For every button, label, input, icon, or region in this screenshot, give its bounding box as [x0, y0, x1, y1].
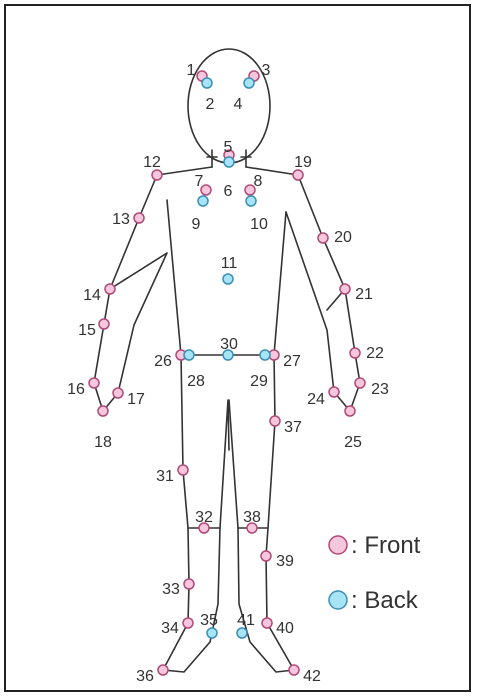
marker-front-17: [113, 388, 123, 398]
marker-front-21: [340, 284, 350, 294]
marker-front-12: [152, 170, 162, 180]
marker-label-5: 5: [224, 139, 233, 156]
marker-label-18: 18: [94, 434, 112, 451]
marker-label-4: 4: [234, 96, 243, 113]
marker-label-3: 3: [262, 62, 271, 79]
marker-label-21: 21: [355, 286, 373, 303]
marker-label-24: 24: [307, 391, 325, 408]
marker-front-22: [350, 348, 360, 358]
marker-label-20: 20: [334, 229, 352, 246]
legend: : Front : Back: [329, 532, 421, 614]
marker-layer: [89, 71, 365, 675]
legend-back-label: : Back: [351, 587, 419, 614]
marker-label-8: 8: [254, 173, 263, 190]
marker-front-40: [262, 618, 272, 628]
legend-front-swatch: [329, 536, 347, 554]
marker-front-36: [158, 665, 168, 675]
marker-label-26: 26: [154, 353, 172, 370]
marker-label-36: 36: [136, 668, 154, 685]
marker-label-39: 39: [276, 553, 294, 570]
marker-label-28: 28: [187, 373, 205, 390]
marker-front-25: [345, 406, 355, 416]
marker-label-40: 40: [276, 620, 294, 637]
marker-front-16: [89, 378, 99, 388]
marker-back-29: [260, 350, 270, 360]
marker-label-25: 25: [344, 434, 362, 451]
marker-label-33: 33: [162, 581, 180, 598]
marker-label-6: 6: [224, 183, 233, 200]
marker-label-32: 32: [195, 509, 213, 526]
marker-label-9: 9: [192, 216, 201, 233]
legend-back-swatch: [329, 591, 347, 609]
marker-label-2: 2: [206, 96, 215, 113]
left-arm-outline: [94, 175, 167, 411]
marker-back-6: [224, 157, 234, 167]
marker-front-24: [329, 387, 339, 397]
marker-label-10: 10: [250, 216, 268, 233]
marker-front-31: [178, 465, 188, 475]
marker-label-7: 7: [195, 173, 204, 190]
marker-front-20: [318, 233, 328, 243]
marker-front-34: [183, 618, 193, 628]
marker-label-14: 14: [83, 287, 101, 304]
marker-front-15: [99, 319, 109, 329]
marker-label-41: 41: [237, 612, 255, 629]
marker-label-27: 27: [283, 353, 301, 370]
marker-label-15: 15: [78, 322, 96, 339]
marker-back-10: [246, 196, 256, 206]
marker-label-29: 29: [250, 373, 268, 390]
marker-label-42: 42: [303, 668, 321, 685]
marker-label-12: 12: [143, 154, 161, 171]
marker-front-39: [261, 551, 271, 561]
marker-back-4: [244, 78, 254, 88]
marker-label-11: 11: [221, 255, 238, 272]
marker-label-37: 37: [284, 419, 302, 436]
marker-front-19: [293, 170, 303, 180]
marker-back-11: [223, 274, 233, 284]
marker-front-33: [184, 579, 194, 589]
marker-label-16: 16: [67, 381, 85, 398]
marker-label-23: 23: [371, 381, 389, 398]
marker-label-31: 31: [156, 468, 174, 485]
marker-back-2: [202, 78, 212, 88]
marker-label-30: 30: [220, 336, 238, 353]
shoulders-outline: [157, 167, 298, 175]
marker-label-1: 1: [187, 62, 196, 79]
marker-label-22: 22: [366, 345, 384, 362]
marker-label-35: 35: [200, 612, 218, 629]
marker-label-34: 34: [161, 620, 179, 637]
marker-front-18: [98, 406, 108, 416]
marker-label-38: 38: [243, 509, 261, 526]
marker-front-42: [289, 665, 299, 675]
marker-back-28: [184, 350, 194, 360]
marker-front-23: [355, 378, 365, 388]
legend-front-label: : Front: [351, 532, 421, 559]
marker-back-35: [207, 628, 217, 638]
marker-label-13: 13: [112, 211, 130, 228]
marker-back-41: [237, 628, 247, 638]
marker-label-19: 19: [294, 154, 312, 171]
marker-front-37: [270, 416, 280, 426]
marker-back-9: [198, 196, 208, 206]
marker-front-13: [134, 213, 144, 223]
marker-front-14: [105, 284, 115, 294]
marker-label-17: 17: [127, 391, 145, 408]
